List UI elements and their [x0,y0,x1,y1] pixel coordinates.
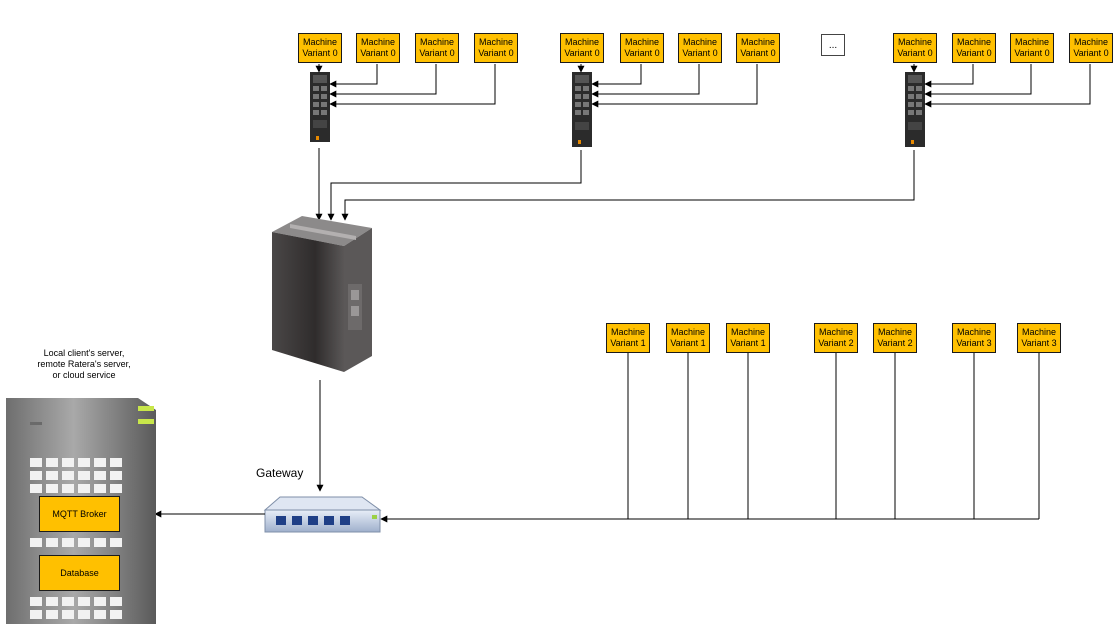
mqtt-broker-box: MQTT Broker [39,496,120,532]
gateway-label: Gateway [256,466,304,480]
server-caption: Local client's server, remote Ratera's s… [37,348,131,380]
io-to-controller-connectors [315,148,915,221]
machine-to-io-connectors [315,64,1091,108]
io-link-master-icon [572,72,592,147]
io-link-master-icon [310,72,330,142]
io-link-master-icon [905,72,925,147]
network-switch-icon [263,496,382,533]
more-machines-ellipsis: ... [821,34,845,56]
machine-bus-connectors [380,352,1040,523]
database-box: Database [39,555,120,591]
edge-controller-icon [272,216,372,372]
